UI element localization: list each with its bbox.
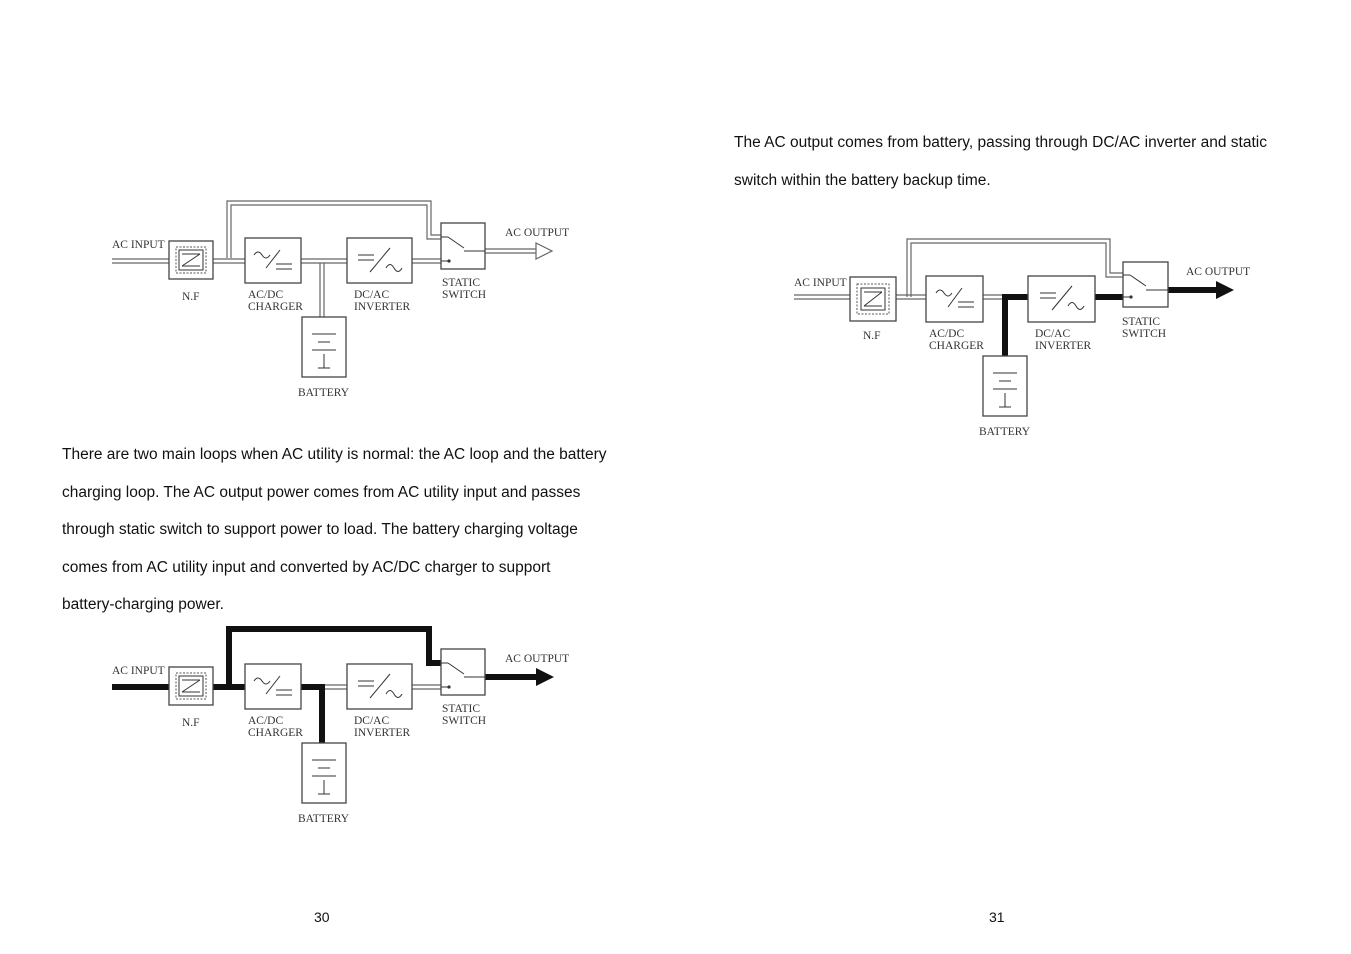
- block-diagram-overview: AC INPUT N.F AC/DC CHARGER DC/AC INVERTE…: [112, 200, 569, 399]
- rectifier-icon: [244, 663, 302, 710]
- label-dcac-1: DC/AC: [1035, 328, 1070, 340]
- static-switch-icon: [440, 222, 486, 270]
- label-acdc-2: CHARGER: [248, 727, 303, 739]
- label-nf: N.F: [182, 291, 200, 303]
- text-line: through static switch to support power t…: [62, 521, 578, 539]
- label-acdc-2: CHARGER: [929, 340, 984, 352]
- label-static-2: SWITCH: [442, 289, 486, 301]
- text-line: The AC output comes from battery, passin…: [734, 134, 1267, 151]
- label-static-1: STATIC: [442, 703, 480, 715]
- label-nf: N.F: [182, 717, 200, 729]
- label-ac-input: AC INPUT: [112, 239, 165, 251]
- block-diagram-battery-mode: AC INPUT N.F AC/DC CHARGER DC/AC INVERTE…: [794, 238, 1250, 438]
- label-ac-input: AC INPUT: [794, 277, 847, 289]
- page-31-paragraph: The AC output comes from battery, passin…: [734, 124, 1314, 199]
- label-ac-input: AC INPUT: [112, 665, 165, 677]
- label-static-2: SWITCH: [1122, 328, 1166, 340]
- page-30-paragraph: There are two main loops when AC utility…: [62, 436, 662, 624]
- noise-filter-icon: [168, 240, 214, 280]
- block-diagram-normal-mode: AC INPUT N.F AC/DC CHARGER DC/AC INVERTE…: [112, 626, 569, 825]
- static-switch-icon: [440, 648, 486, 696]
- inverter-icon: [1027, 275, 1096, 323]
- label-static-1: STATIC: [1122, 316, 1160, 328]
- label-dcac-2: INVERTER: [1035, 340, 1091, 352]
- static-switch-icon: [1122, 261, 1169, 308]
- battery-icon: [301, 316, 347, 378]
- rectifier-icon: [925, 275, 984, 323]
- page-number: 30: [314, 909, 330, 925]
- text-line: There are two main loops when AC utility…: [62, 446, 607, 463]
- label-battery: BATTERY: [298, 387, 350, 399]
- label-battery: BATTERY: [298, 813, 350, 825]
- label-dcac-2: INVERTER: [354, 301, 410, 313]
- label-acdc-1: AC/DC: [248, 289, 283, 301]
- label-ac-output: AC OUTPUT: [505, 227, 569, 239]
- label-acdc-2: CHARGER: [248, 301, 303, 313]
- label-static-1: STATIC: [442, 277, 480, 289]
- label-acdc-1: AC/DC: [248, 715, 283, 727]
- label-dcac-1: DC/AC: [354, 289, 389, 301]
- label-dcac-2: INVERTER: [354, 727, 410, 739]
- inverter-icon: [346, 237, 413, 284]
- noise-filter-icon: [849, 276, 897, 322]
- text-line: comes from AC utility input and converte…: [62, 558, 551, 576]
- label-ac-output: AC OUTPUT: [1186, 266, 1250, 278]
- label-battery: BATTERY: [979, 426, 1031, 438]
- inverter-icon: [346, 663, 413, 710]
- battery-icon: [301, 742, 347, 804]
- label-ac-output: AC OUTPUT: [505, 653, 569, 665]
- label-dcac-1: DC/AC: [354, 715, 389, 727]
- page-number: 31: [989, 909, 1005, 925]
- label-nf: N.F: [863, 330, 881, 342]
- text-line: battery-charging power.: [62, 596, 224, 614]
- text-line: charging loop. The AC output power comes…: [62, 483, 581, 501]
- label-acdc-1: AC/DC: [929, 328, 964, 340]
- rectifier-icon: [244, 237, 302, 284]
- battery-icon: [982, 355, 1028, 417]
- noise-filter-icon: [168, 666, 214, 706]
- label-static-2: SWITCH: [442, 715, 486, 727]
- text-line: switch within the battery backup time.: [734, 171, 991, 189]
